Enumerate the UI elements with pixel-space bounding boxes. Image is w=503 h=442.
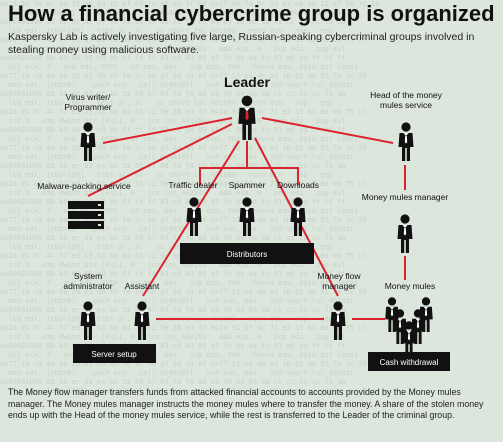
- sysadmin-label-line1: System: [74, 271, 102, 281]
- link-leader-virus-writer: [102, 117, 233, 144]
- sysadmin-figure: [80, 301, 96, 340]
- distributors-label: Distributors: [227, 250, 267, 259]
- link-leader-malware-packing: [87, 123, 233, 197]
- malware-packing-label: Malware-packing service: [37, 181, 131, 191]
- server-rack-icon: [68, 201, 104, 229]
- sysadmin-label-line2: administrator: [63, 281, 112, 291]
- money-mules-group: [385, 297, 433, 356]
- leader-figure: [238, 95, 256, 140]
- cash-withdrawal-box: [368, 352, 450, 371]
- money-flow-label-line2: manager: [322, 281, 356, 291]
- money-mules-label: Money mules: [385, 281, 436, 291]
- money-flow-manager-figure: [330, 301, 346, 340]
- traffic-dealer-label: Traffic dealer: [168, 180, 217, 190]
- leader-label: Leader: [224, 74, 270, 90]
- virus-writer-label-line2: Programmer: [64, 102, 111, 112]
- server-setup-box: [73, 344, 156, 363]
- traffic-dealer-figure: [186, 197, 202, 236]
- head-mules-figure: [398, 122, 414, 161]
- spammer-figure: [239, 197, 255, 236]
- assistant-label: Assistant: [125, 281, 160, 291]
- virus-writer-figure: [80, 122, 96, 161]
- spammer-label: Spammer: [229, 180, 266, 190]
- head-mules-label-line1: Head of the money: [370, 90, 443, 100]
- distributors-box: [180, 243, 314, 264]
- assistant-figure: [134, 301, 150, 340]
- link-leader-head-mules: [261, 117, 394, 144]
- server-setup-label: Server setup: [91, 350, 137, 359]
- link-leader-distributors: [199, 141, 299, 185]
- head-mules-label-line2: mules service: [380, 100, 432, 110]
- footer-description: The Money flow manager transfers funds f…: [8, 387, 484, 420]
- intro-text: Kaspersky Lab is actively investigating …: [8, 31, 475, 56]
- virus-writer-label-line1: Virus writer/: [66, 92, 111, 102]
- money-flow-label-line1: Money flow: [318, 271, 362, 281]
- cash-withdrawal-label: Cash withdrawal: [380, 358, 439, 367]
- downloads-label: Downloads: [277, 180, 319, 190]
- page-title: How a financial cybercrime group is orga…: [8, 1, 495, 26]
- money-mules-manager-label: Money mules manager: [362, 192, 449, 202]
- money-mules-manager-figure: [397, 214, 413, 253]
